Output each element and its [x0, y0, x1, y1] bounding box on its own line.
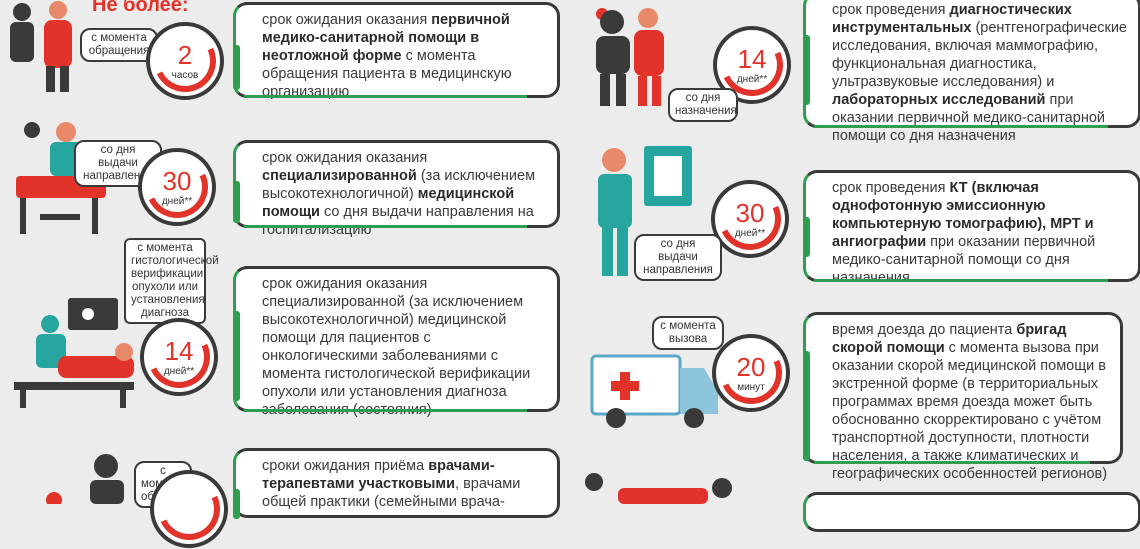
card-text-part: (рентгенографические исследования, включ…: [832, 20, 1127, 90]
info-card-right-2: срок проведения КТ (включая однофотонную…: [803, 170, 1140, 286]
ambulance-icon: [590, 354, 718, 428]
bubble-right-1: со дня назначения: [668, 88, 738, 122]
oncology-patient-monitor-icon: [14, 298, 134, 408]
timer-dial-left-3: 14 дней**: [139, 317, 219, 397]
card-text-bold: первичной медико-санитарной помощи в нео…: [262, 12, 510, 64]
timer-value: 30: [735, 198, 765, 228]
info-card-right-1: срок проведения диагностических инструме…: [803, 0, 1140, 144]
timer-dial-left-4: [149, 469, 229, 549]
patient-with-helper-icon: [10, 1, 72, 92]
patient-lying-icon: [585, 473, 732, 504]
card-text-part: с момента вызова при оказании скорой мед…: [832, 340, 1108, 482]
card-text: срок проведения диагностических инструме…: [806, 0, 1138, 151]
timer-value: 20: [736, 352, 766, 382]
timer-unit: часов: [171, 70, 199, 81]
card-text: срок ожидания оказания первичной медико-…: [236, 5, 557, 107]
card-text-bold: специализированной: [262, 168, 417, 184]
diagnostics-icon: [596, 8, 664, 106]
timer-value: 2: [177, 40, 193, 70]
xray-doctor-icon: [598, 146, 692, 276]
card-text-part: срок проведения: [832, 180, 950, 196]
card-text-part: срок ожидания оказания: [262, 12, 432, 28]
info-card-right-3: время доезда до пациента бригад скорой п…: [803, 312, 1123, 482]
card-text: время доезда до пациента бригад скорой п…: [806, 315, 1120, 489]
card-text-part: сроки ожидания приёма: [262, 458, 429, 474]
card-text: срок проведения КТ (включая однофотонную…: [806, 173, 1138, 293]
card-text-bold: врачами-терапевтами участковыми: [262, 458, 495, 492]
timer-unit: дней**: [734, 228, 766, 239]
card-text-part: срок ожидания оказания специализированно…: [262, 276, 531, 418]
timer-unit: дней**: [163, 366, 195, 377]
doctor-visit-icon: [46, 454, 124, 504]
info-card-left-1: срок ожидания оказания первичной медико-…: [233, 2, 560, 100]
card-text: срок ожидания оказания специализированно…: [236, 269, 557, 425]
timer-unit: дней**: [736, 74, 768, 85]
bubble-left-3: с момента гистологической верификации оп…: [124, 238, 219, 324]
card-text-part: срок ожидания оказания: [262, 150, 428, 166]
card-text-bold: диагностических инструментальных: [832, 2, 1072, 36]
timer-unit: дней**: [161, 196, 193, 207]
card-text-bold: бригад скорой помощи: [832, 322, 1067, 356]
timer-unit: минут: [737, 382, 765, 393]
card-text-bold: лабораторных исследований: [832, 92, 1046, 108]
timer-dial-left-1: 2 часов: [145, 21, 225, 101]
info-card-left-2: срок ожидания оказания специализированно…: [233, 140, 560, 238]
timer-dial-right-3: 20 минут: [711, 333, 791, 413]
bubble-right-3: с момента вызова: [652, 316, 724, 350]
card-text-part: время доезда до пациента: [832, 322, 1017, 338]
card-text-part: при оказании первичной медико-санитарной…: [832, 92, 1105, 144]
timer-dial-left-2: 30 дней**: [137, 147, 217, 227]
info-card-left-3: срок ожидания оказания специализированно…: [233, 266, 560, 418]
card-text-bold: медицинской помощи: [262, 186, 515, 220]
card-text: срок ожидания оказания специализированно…: [236, 143, 557, 245]
timer-value: 30: [162, 166, 192, 196]
bubble-left-1: с момента обращения: [80, 28, 158, 62]
timer-value: 14: [737, 44, 767, 74]
card-text: сроки ожидания приёма врачами-терапевтам…: [236, 451, 557, 517]
info-card-left-4: сроки ожидания приёма врачами-терапевтам…: [233, 448, 560, 519]
card-text-bold: КТ (включая однофотонную эмиссионную ком…: [832, 180, 1094, 250]
info-card-right-4: [803, 492, 1140, 532]
page-title: Не более:: [92, 0, 189, 16]
timer-value: 14: [164, 336, 194, 366]
card-text-part: срок проведения: [832, 2, 950, 18]
timer-dial-right-2: 30 дней**: [710, 179, 790, 259]
card-text-part: при оказании первичной медико-санитарной…: [832, 234, 1096, 286]
card-text-part: (за исключением высокотехнологичной): [262, 168, 536, 202]
bubble-right-2: со дня выдачи направления: [634, 234, 722, 281]
